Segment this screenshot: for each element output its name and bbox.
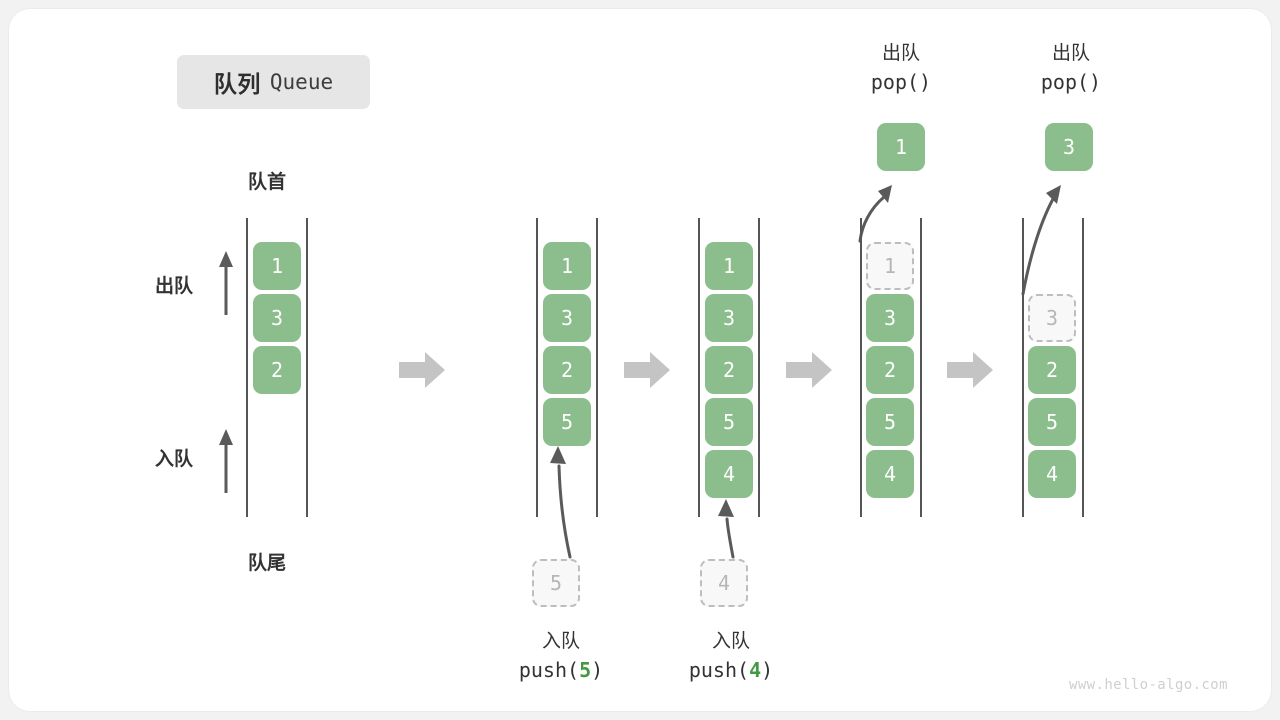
stage-push-5-caption: 入队 push(5) (471, 629, 651, 684)
queue-cell: 4 (866, 450, 914, 498)
stage-pop-3-caption: 出队 pop() (981, 41, 1161, 96)
queue-cell: 2 (253, 346, 301, 394)
stage-initial-rail-left (246, 218, 248, 517)
caption-code: push(4) (641, 656, 821, 684)
queue-cell-ghost: 3 (1028, 294, 1076, 342)
title-badge: 队列 Queue (177, 55, 370, 109)
queue-cell: 4 (705, 450, 753, 498)
stage-pop-1-rail-right (920, 218, 922, 517)
stage-push-4-rail-right (758, 218, 760, 517)
queue-cell: 5 (705, 398, 753, 446)
enqueue-motion-arrow-icon (544, 444, 584, 559)
stage-pop-3-rail-right (1082, 218, 1084, 517)
step-arrow-3-icon (786, 350, 832, 390)
stage-push-4-caption: 入队 push(4) (641, 629, 821, 684)
queue-cell: 2 (866, 346, 914, 394)
queue-cell: 2 (1028, 346, 1076, 394)
stage-initial-rail-right (306, 218, 308, 517)
caption-code: pop() (1040, 69, 1102, 94)
enqueue-direction-arrow-icon (214, 427, 238, 493)
queue-cell: 1 (543, 242, 591, 290)
stage-push-5-rail-right (596, 218, 598, 517)
queue-cell: 3 (253, 294, 301, 342)
step-arrow-2-icon (624, 350, 670, 390)
caption-chinese: 出队 (1051, 43, 1090, 64)
queue-cell: 3 (543, 294, 591, 342)
caption-code-arg: 4 (749, 657, 762, 682)
caption-code-prefix: push( (518, 657, 580, 682)
queue-cell-ghost: 1 (866, 242, 914, 290)
popped-cell: 3 (1045, 123, 1093, 171)
queue-cell: 3 (705, 294, 753, 342)
stage-pop-3-rail-left (1022, 218, 1024, 517)
caption-code: push(5) (471, 656, 651, 684)
caption-chinese: 入队 (711, 631, 750, 652)
caption-chinese: 入队 (541, 631, 580, 652)
title-chinese: 队列 (213, 71, 261, 97)
incoming-ghost-cell: 4 (700, 559, 748, 607)
queue-cell: 1 (705, 242, 753, 290)
popped-cell: 1 (877, 123, 925, 171)
stage-pop-1-caption: 出队 pop() (811, 41, 991, 96)
queue-cell: 4 (1028, 450, 1076, 498)
enqueue-motion-arrow-icon (711, 497, 751, 559)
queue-cell: 5 (543, 398, 591, 446)
caption-chinese: 出队 (881, 43, 920, 64)
caption-code: pop() (870, 69, 932, 94)
queue-cell: 5 (866, 398, 914, 446)
caption-code-suffix: ) (591, 657, 604, 682)
dequeue-side-label: 出队 (155, 276, 194, 297)
caption-code-suffix: ) (761, 657, 774, 682)
caption-code-prefix: push( (688, 657, 750, 682)
stage-push-5-rail-left (536, 218, 538, 517)
queue-cell: 1 (253, 242, 301, 290)
queue-cell: 3 (866, 294, 914, 342)
caption-code-arg: 5 (579, 657, 592, 682)
step-arrow-4-icon (947, 350, 993, 390)
dequeue-direction-arrow-icon (214, 249, 238, 315)
enqueue-side-label: 入队 (155, 449, 194, 470)
title-english: Queue (269, 70, 334, 94)
queue-cell: 2 (705, 346, 753, 394)
watermark: www.hello-algo.com (1069, 677, 1228, 693)
incoming-ghost-cell: 5 (532, 559, 580, 607)
dequeue-motion-arrow-icon (1017, 181, 1077, 296)
step-arrow-1-icon (399, 350, 445, 390)
queue-cell: 2 (543, 346, 591, 394)
diagram-card: 队列 Queue 队首 队尾 出队 入队 1 3 2 (8, 8, 1272, 712)
rear-label: 队尾 (248, 553, 287, 574)
queue-cell: 5 (1028, 398, 1076, 446)
front-label: 队首 (248, 172, 287, 193)
stage-pop-1-rail-left (860, 218, 862, 517)
stage-push-4-rail-left (698, 218, 700, 517)
